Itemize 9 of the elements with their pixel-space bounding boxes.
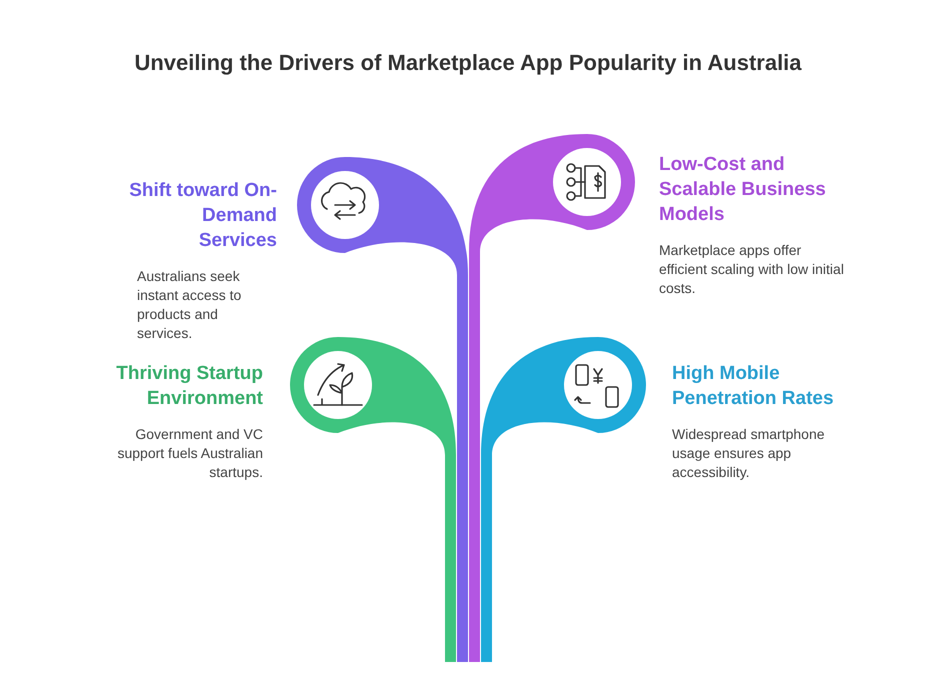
diagram-title: Unveiling the Drivers of Marketplace App Popularity in Australia	[133, 50, 803, 76]
item-heading: High Mobile Penetration Rates	[672, 362, 835, 411]
item-description: Government and VC support fuels Australian startups.	[116, 425, 263, 482]
item-heading: Thriving Startup Environment	[115, 362, 263, 411]
item-heading: Low-Cost and Scalable Business Models	[659, 153, 827, 227]
item-description: Widespread smartphone usage ensures app accessibility.	[672, 425, 826, 482]
item-heading: Shift toward On-Demand Services	[128, 179, 277, 253]
item-description: Australians seek instant access to products and services.	[137, 267, 242, 343]
item-description: Marketplace apps offer efficient scaling with low initial costs.	[659, 241, 845, 298]
